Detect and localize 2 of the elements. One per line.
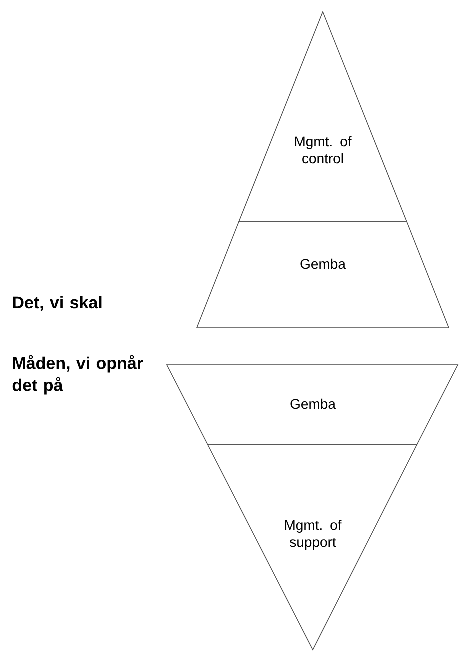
- side-label: Måden, vi opnår det på: [12, 355, 144, 395]
- side-label: Det, vi skal: [13, 296, 102, 312]
